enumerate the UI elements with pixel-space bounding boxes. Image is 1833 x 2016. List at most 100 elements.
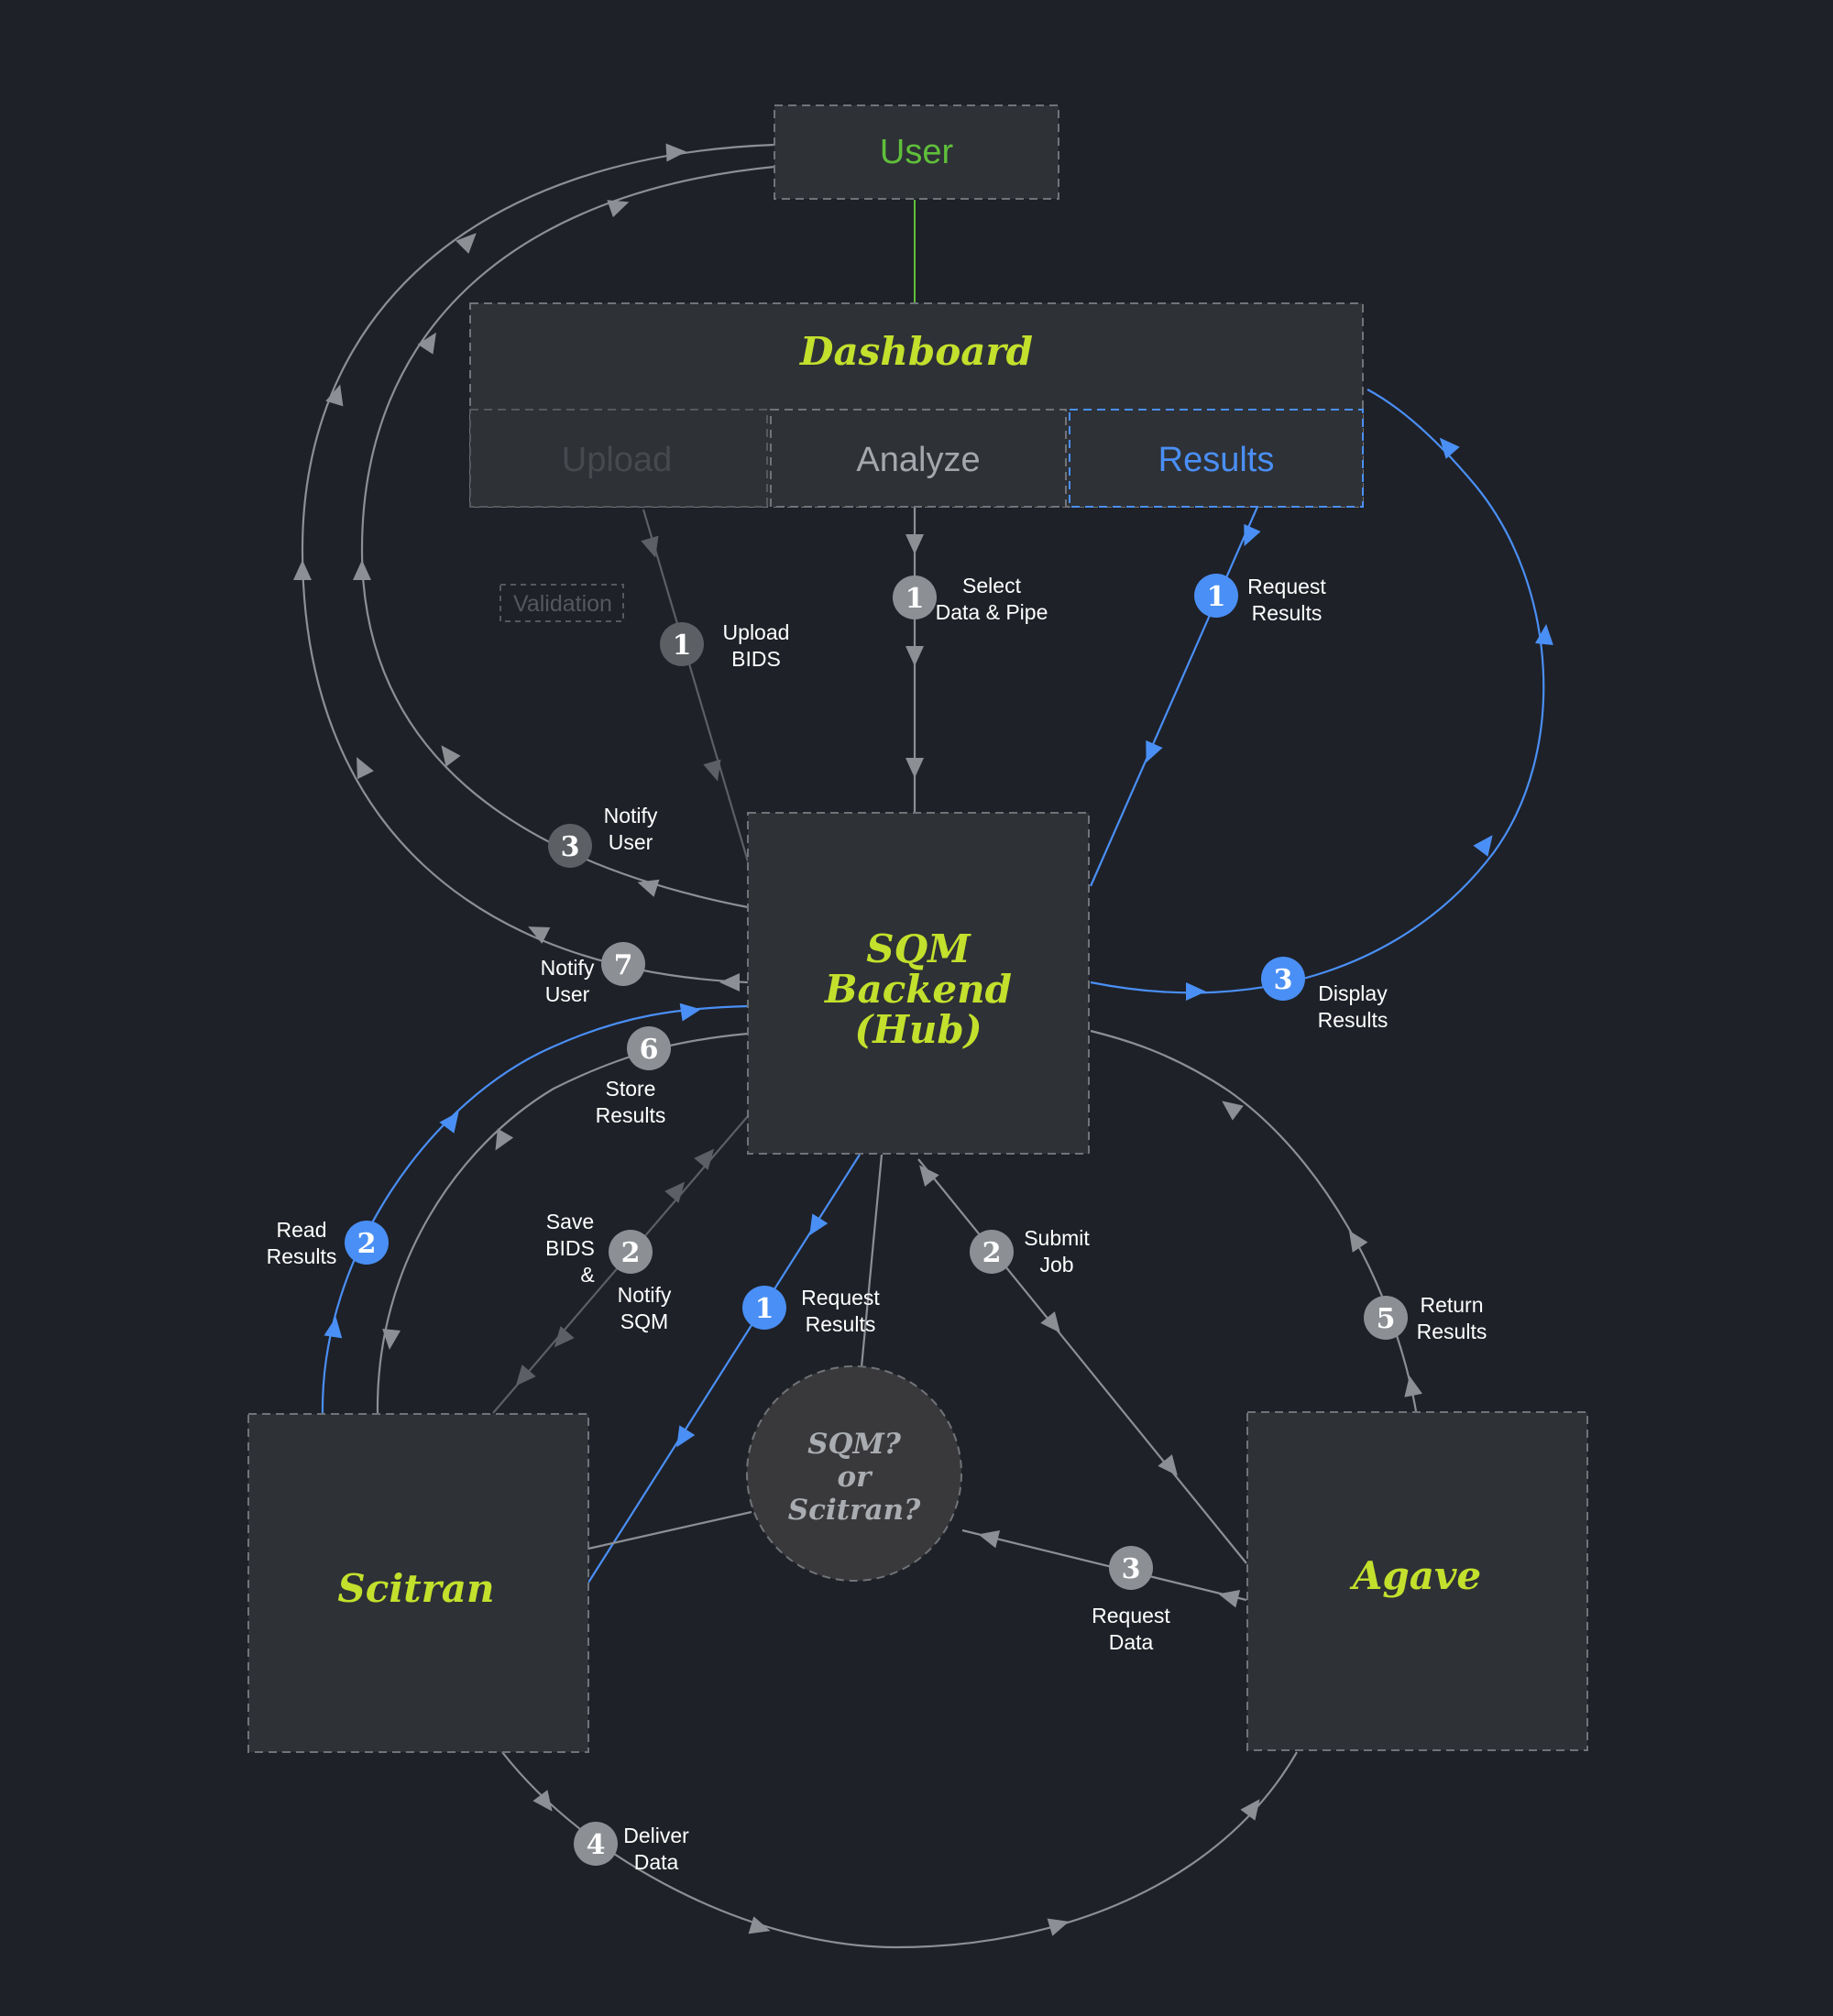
notify-user-7-arc <box>301 143 775 984</box>
step-deliver-data: 4 Deliver Data <box>574 1822 689 1874</box>
step-deliver-data-line2: Data <box>634 1850 679 1874</box>
dashboard-title: Dashboard <box>799 329 1033 374</box>
request-results-top-link <box>1089 506 1259 887</box>
arrowhead <box>906 646 924 666</box>
question-link-hub <box>860 1154 884 1368</box>
step-notify-user-3-line2: User <box>609 830 653 854</box>
arrowhead <box>382 1329 401 1350</box>
tab-upload[interactable]: Upload <box>469 409 768 508</box>
tab-upload-label: Upload <box>562 441 672 479</box>
hub-title-line3: (Hub) <box>854 1007 982 1052</box>
arrowhead <box>1158 1454 1178 1476</box>
tab-results-label: Results <box>1158 441 1275 479</box>
tab-analyze[interactable]: Analyze <box>770 409 1067 508</box>
arrowhead <box>1404 1375 1422 1397</box>
notify-user-3-arc <box>360 165 775 909</box>
arrowhead <box>1040 1311 1060 1333</box>
step-request-results-top-line2: Results <box>1252 601 1323 625</box>
step-read-results-line1: Read <box>277 1218 327 1242</box>
arrowheads <box>293 143 1553 1936</box>
step-request-data-line1: Request <box>1092 1604 1170 1627</box>
arrowhead <box>1047 1918 1070 1936</box>
arrowhead <box>1218 1589 1241 1608</box>
arrowhead <box>324 1317 343 1339</box>
step-read-results-number: 2 <box>357 1228 377 1260</box>
arrowhead <box>441 745 461 767</box>
arrowhead <box>978 1529 1001 1549</box>
question-line2: or <box>837 1461 873 1494</box>
step-upload-bids-number: 1 <box>673 630 692 662</box>
step-request-results-top: 1 Request Results <box>1194 574 1326 625</box>
arrowhead <box>515 1364 536 1386</box>
step-request-results-bottom-line2: Results <box>806 1312 876 1336</box>
step-display-results-line1: Display <box>1318 981 1388 1005</box>
step-select-data-line2: Data & Pipe <box>936 600 1048 624</box>
step-select-data: 1 Select Data & Pipe <box>893 574 1048 624</box>
step-notify-user-7-line2: User <box>545 982 590 1006</box>
arrowhead <box>809 1213 829 1236</box>
arrowhead <box>439 1112 459 1134</box>
arrowhead <box>554 1326 575 1348</box>
question-line3: Scitran? <box>788 1494 921 1527</box>
step-notify-user-3: 3 Notify User <box>548 804 658 868</box>
arrowhead <box>325 384 344 407</box>
arrowhead <box>1186 982 1206 1001</box>
tab-results[interactable]: Results <box>1069 409 1364 508</box>
hub-title-line1: SQM <box>866 926 971 971</box>
arrowhead <box>1222 1101 1244 1121</box>
arrowhead <box>1240 1799 1260 1821</box>
step-request-data-number: 3 <box>1122 1553 1141 1585</box>
step-return-results: 5 Return Results <box>1364 1293 1487 1343</box>
step-save-bids-line4: Notify <box>618 1283 672 1307</box>
step-submit-job-line1: Submit <box>1024 1226 1090 1250</box>
step-submit-job: 2 Submit Job <box>970 1226 1090 1276</box>
scitran-node[interactable]: Scitran <box>247 1413 589 1753</box>
arrowhead <box>1473 835 1493 857</box>
arrowhead <box>353 560 371 580</box>
scitran-title: Scitran <box>337 1566 494 1611</box>
arrowhead <box>641 535 659 558</box>
store-results-arc <box>376 1032 749 1414</box>
step-save-bids-line5: SQM <box>620 1309 668 1333</box>
step-upload-bids: 1 Upload BIDS <box>660 620 789 671</box>
agave-title: Agave <box>1349 1553 1481 1598</box>
arrowhead <box>417 332 436 355</box>
step-save-bids: 2 Save BIDS & Notify SQM <box>545 1210 672 1333</box>
step-return-results-line1: Return <box>1420 1293 1483 1317</box>
agave-node[interactable]: Agave <box>1246 1411 1588 1751</box>
step-return-results-line2: Results <box>1417 1320 1487 1343</box>
request-data-link <box>961 1528 1247 1602</box>
step-submit-job-line2: Job <box>1039 1253 1073 1276</box>
arrowhead <box>664 1181 686 1203</box>
arrowhead <box>703 759 721 782</box>
question-node: SQM? or Scitran? <box>746 1365 962 1582</box>
arrowhead <box>1439 437 1460 459</box>
user-node[interactable]: User <box>774 104 1059 200</box>
hub-node[interactable]: SQM Backend (Hub) <box>747 812 1090 1155</box>
step-display-results: 3 Display Results <box>1261 957 1388 1032</box>
step-store-results: 6 Store Results <box>596 1026 671 1127</box>
arrowhead <box>748 1916 771 1934</box>
step-request-results-bottom-line1: Request <box>801 1286 880 1309</box>
arrowhead <box>1146 740 1163 763</box>
hub-title-line2: Backend <box>824 967 1012 1012</box>
user-label: User <box>880 133 954 171</box>
step-display-results-number: 3 <box>1274 964 1293 996</box>
steps: 1 Upload BIDS 1 Select Data & Pipe 1 Req… <box>267 574 1487 1874</box>
step-upload-bids-line1: Upload <box>723 620 790 644</box>
step-save-bids-line3: & <box>580 1263 594 1287</box>
arrowhead <box>676 1425 696 1448</box>
step-request-results-top-number: 1 <box>1207 581 1226 613</box>
upload-link <box>642 509 750 862</box>
tab-analyze-label: Analyze <box>856 441 980 479</box>
step-request-data-line2: Data <box>1109 1630 1154 1654</box>
step-notify-user-7: 7 Notify User <box>541 942 645 1006</box>
step-notify-user-7-line1: Notify <box>541 956 595 980</box>
question-link-scitran <box>587 1510 752 1550</box>
step-display-results-line2: Results <box>1318 1008 1388 1032</box>
step-select-data-number: 1 <box>906 583 925 615</box>
step-store-results-line2: Results <box>596 1103 666 1127</box>
arrowhead <box>637 879 660 897</box>
deliver-data-arc <box>501 1751 1298 1949</box>
